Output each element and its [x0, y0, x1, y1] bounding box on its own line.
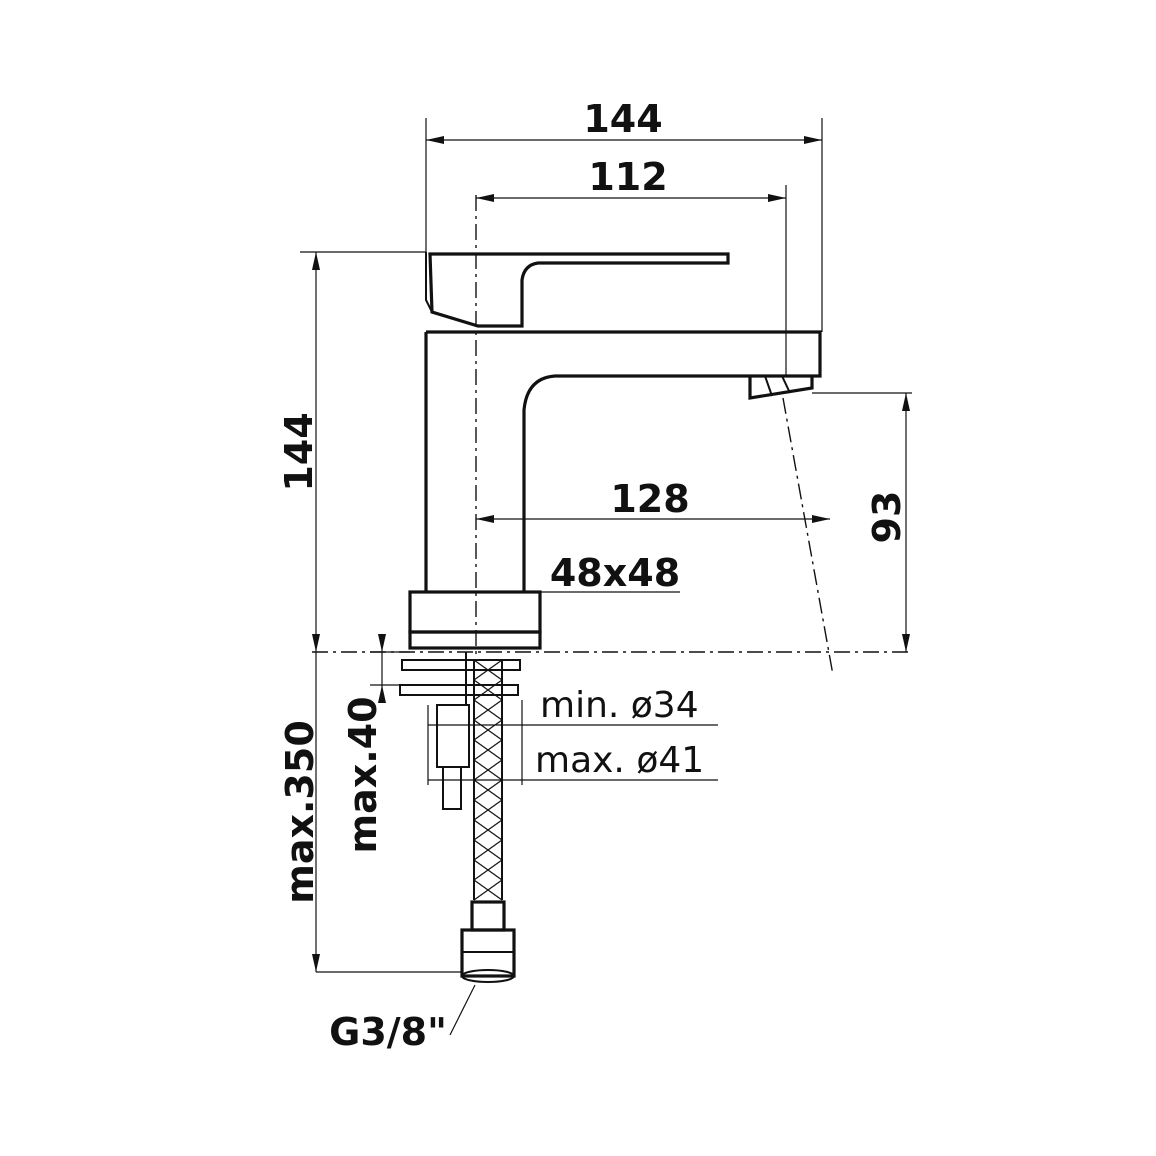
dim-base-to-spout: 128	[610, 477, 689, 521]
dim-body-section: 48x48	[550, 551, 680, 595]
faucet-body	[408, 252, 822, 650]
spout	[426, 330, 822, 592]
dim-max-tail: max.350	[278, 720, 322, 904]
dim-max-thickness: max.40	[341, 696, 385, 853]
dim-overall-height: 144	[277, 412, 321, 491]
dim-thread: G3/8"	[329, 1010, 447, 1054]
dim-overall-width: 144	[583, 97, 662, 141]
dim-spout-reach: 112	[588, 155, 667, 199]
dim-max-hole: max. ø41	[535, 740, 704, 781]
dim-min-hole: min. ø34	[540, 685, 699, 726]
aerator	[748, 376, 814, 400]
dim-spout-height: 93	[865, 491, 909, 544]
water-stream-line	[782, 397, 834, 676]
lever-handle	[428, 252, 730, 328]
base-plate	[408, 630, 542, 650]
